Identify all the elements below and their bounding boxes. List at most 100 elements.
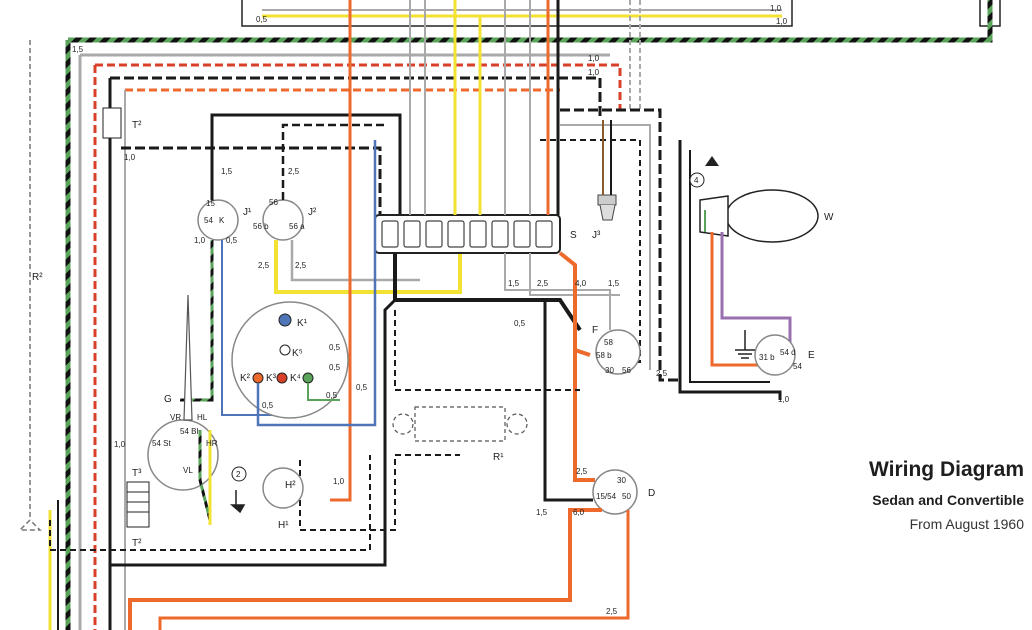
instrument-cluster [231,301,349,419]
svg-text:56 a: 56 a [289,222,305,231]
wire-r1-dashed [299,310,580,531]
switch-j3 [597,120,617,221]
wire-cluster-green [307,383,340,401]
label-f: F [592,325,598,336]
svg-text:0,5: 0,5 [262,401,274,410]
marker-2: 2 [236,470,241,479]
svg-text:6,0: 6,0 [573,508,585,517]
left-wire-bundle [48,0,993,630]
label-j3: J³ [592,230,601,241]
svg-text:50: 50 [622,492,631,501]
svg-text:58 b: 58 b [596,351,612,360]
svg-text:1,0: 1,0 [124,153,136,162]
svg-text:0,5: 0,5 [256,15,268,24]
fuse-output-wires [110,251,620,567]
label-r2: R² [32,272,43,283]
wire-d-orange-long [158,510,630,630]
svg-text:56: 56 [269,198,278,207]
label-t3: T³ [132,468,142,479]
wire-w-orange [710,232,760,367]
svg-text:2,5: 2,5 [576,467,588,476]
svg-text:1,0: 1,0 [588,68,600,77]
svg-text:1,0: 1,0 [333,477,345,486]
warning-lamps [252,313,314,384]
ground-arrow-icon [230,490,246,514]
svg-text:1,5: 1,5 [508,279,520,288]
svg-text:4,0: 4,0 [575,279,587,288]
label-k5: K⁵ [292,348,303,359]
wiper-motor-w [699,189,819,243]
fuse-box-s [374,214,561,254]
svg-text:HL: HL [197,413,208,422]
starter-d [592,469,638,515]
svg-text:1,0: 1,0 [588,54,600,63]
ground-icon [735,330,755,359]
svg-text:HR: HR [206,439,218,448]
svg-text:VR: VR [170,413,181,422]
diagram-title: Wiring Diagram [869,458,1024,481]
label-k2: K² [240,373,251,384]
label-e: E [808,350,815,361]
wire-t3-dashed [49,455,371,551]
svg-text:30: 30 [605,366,614,375]
wire-t2-to-s [121,146,382,215]
label-t2-bottom: T² [132,538,142,549]
svg-text:VL: VL [183,466,193,475]
flasher-f [595,329,641,375]
svg-text:2,5: 2,5 [537,279,549,288]
label-d: D [648,488,655,499]
svg-text:1,5: 1,5 [608,279,620,288]
svg-text:54 Bl: 54 Bl [180,427,198,436]
wire-d-orange [573,350,595,482]
antenna-r2 [18,40,42,531]
wire-j2-yellow [274,240,462,294]
label-k3: K³ [266,373,277,384]
wire-g-green [198,430,212,521]
svg-text:1,0: 1,0 [770,4,782,13]
svg-text:1,0: 1,0 [194,236,206,245]
label-s: S [570,230,577,241]
label-h2: H² [285,480,296,491]
top-panel-box [241,0,793,27]
svg-text:1,0: 1,0 [778,395,790,404]
svg-text:2,5: 2,5 [656,369,668,378]
svg-text:1,0: 1,0 [114,440,126,449]
svg-text:58: 58 [604,338,613,347]
connector-t2-top [102,107,122,139]
svg-text:15/54: 15/54 [596,492,617,501]
svg-text:15: 15 [206,199,215,208]
label-k4: K⁴ [290,373,301,384]
svg-text:0,5: 0,5 [326,391,338,400]
wire-d-black [543,300,593,502]
svg-text:0,5: 0,5 [356,383,368,392]
svg-text:54: 54 [204,216,213,225]
wire-w-violet [720,232,792,345]
horn-button-h1 [262,467,304,509]
label-j2: J² [308,207,317,218]
svg-text:56: 56 [622,366,631,375]
svg-text:1,5: 1,5 [221,167,233,176]
svg-text:2,5: 2,5 [258,261,270,270]
svg-text:54: 54 [793,362,802,371]
marker-4: 4 [694,176,699,185]
wire-j1-green [180,240,214,402]
title-block: Wiring Diagram Sedan and Convertible Fro… [812,458,1024,532]
svg-text:1,0: 1,0 [776,17,788,26]
wire-d-orange-bottom [128,508,602,630]
marker-2-circle [231,466,247,482]
switch-e [754,334,796,376]
label-j1: J¹ [243,207,252,218]
label-t2-top: T² [132,120,142,131]
label-r1: R¹ [493,452,504,463]
svg-text:2,5: 2,5 [295,261,307,270]
diagram-date: From August 1960 [909,516,1024,532]
fuse-feed-wires [330,0,641,502]
svg-text:30: 30 [617,476,626,485]
connector-t3 [126,481,150,528]
svg-text:0,5: 0,5 [226,236,238,245]
svg-text:54 St: 54 St [152,439,171,448]
terminal-labels: 15 54 K 56 56 b 56 a 58 58 b 30 56 30 15… [152,198,802,501]
right-wire-bundle [540,108,782,400]
